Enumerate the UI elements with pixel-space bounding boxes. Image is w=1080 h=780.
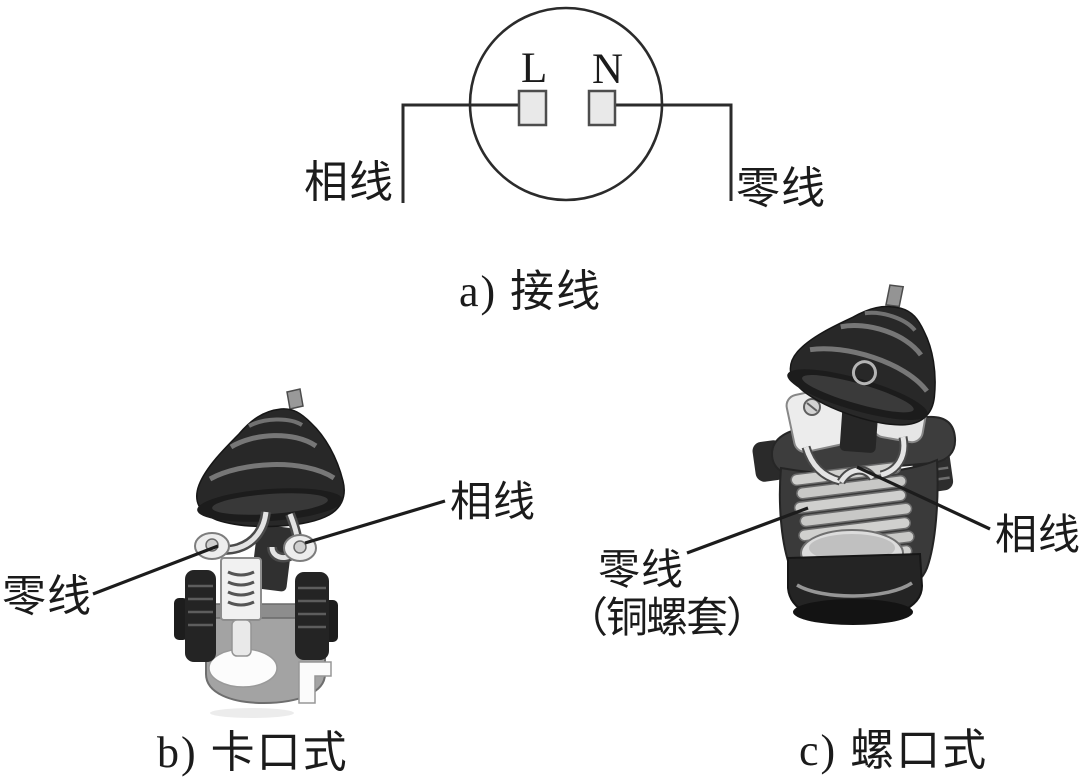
bayonet-phase-leader [304,499,446,545]
screw-neutral-label: 零线 [598,548,685,594]
wiring-circuit-art [401,6,733,203]
leader-lines [92,465,991,596]
caption-a-wiring: a) 接线 [459,267,603,316]
screw-neutral-note: （铜螺套） [566,596,768,642]
bayonet-socket-illustration [174,388,345,718]
bayonet-neutral-label: 零线 [2,572,92,621]
screw-phase-label: 相线 [995,513,1080,559]
screw-socket-illustration [752,284,957,625]
caption-b-bayonet: b) 卡口式 [157,728,349,777]
wiring-phase-label: 相线 [304,158,394,207]
terminal-n-box [587,89,617,127]
spring-contact [227,570,255,607]
bayonet-j-slot [298,661,332,704]
terminal-l-label: L [521,45,548,92]
bayonet-cap [196,388,345,528]
terminal-l-box [517,89,548,127]
screw-neutral-leader [686,506,809,555]
screw-cap [787,284,936,426]
caption-c-screw: c) 螺口式 [799,726,989,775]
bayonet-phase-label: 相线 [450,480,537,526]
bayonet-neutral-leader [92,544,219,596]
wiring-neutral-label: 零线 [736,164,826,213]
screw-phase-leader [856,465,991,531]
terminal-n-label: N [592,46,624,93]
